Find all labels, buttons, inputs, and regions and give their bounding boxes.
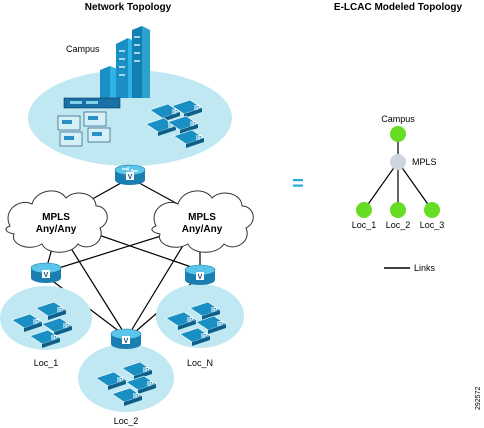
- elcac-leaf-label-1: Loc_1: [352, 220, 377, 230]
- equals-sign: =: [292, 173, 304, 195]
- campus-building-icon: [100, 26, 150, 98]
- site-loc-2: V IP IP IP IP Loc_2: [78, 328, 174, 426]
- site-loc-2-phones: IP IP IP IP: [95, 361, 157, 406]
- elcac-link-hub-leaf-1: [363, 161, 399, 211]
- ip-phone-icon: IP: [171, 99, 203, 118]
- site-loc-2-ellipse: [78, 344, 174, 412]
- ip-phone-icon: IP: [145, 117, 177, 136]
- router-icon: V: [110, 328, 142, 349]
- network-topology-title: Network Topology: [85, 2, 172, 13]
- svg-text:IP: IP: [143, 367, 150, 374]
- elcac-link-hub-leaf-3: [397, 161, 433, 211]
- ip-phone-icon: IP: [173, 129, 205, 148]
- elcac-leaf-label-3: Loc_3: [420, 220, 445, 230]
- campus-ip-phones: IP IP IP IP IP: [145, 99, 205, 148]
- svg-text:V: V: [44, 272, 49, 279]
- mpls-cloud-right: MPLS Any/Any: [151, 190, 254, 253]
- svg-text:IP: IP: [190, 121, 197, 128]
- site-loc-1-ellipse: [0, 286, 92, 350]
- mpls-cloud-left-line1: MPLS: [42, 212, 70, 223]
- svg-text:IP: IP: [194, 105, 201, 112]
- campus-router-icon: V: [114, 164, 146, 185]
- elcac-root-label: Campus: [381, 114, 415, 124]
- svg-text:IP: IP: [201, 333, 208, 340]
- site-loc-n: V IP IP IP IP Loc_N: [156, 264, 244, 368]
- svg-text:IP: IP: [187, 317, 194, 324]
- svg-text:IP: IP: [33, 319, 40, 326]
- mpls-cloud-left: MPLS Any/Any: [5, 190, 108, 253]
- svg-text:IP: IP: [133, 393, 140, 400]
- svg-text:IP: IP: [211, 307, 218, 314]
- router-icon: V: [30, 262, 62, 283]
- elcac-hub-label: MPLS: [412, 157, 437, 167]
- svg-text:IP: IP: [172, 109, 179, 116]
- site-loc-1: V IP IP IP IP Loc_1: [0, 262, 92, 368]
- svg-text:V: V: [124, 338, 129, 345]
- elcac-leaf-node-3: [424, 202, 440, 218]
- link-mpls-right-loc2: [127, 233, 191, 337]
- svg-text:IP: IP: [196, 135, 203, 142]
- mpls-cloud-right-line1: MPLS: [188, 212, 216, 223]
- elcac-tree: Campus MPLS Loc_1 Loc_2 Loc_3: [352, 114, 445, 230]
- site-loc-n-ellipse: [156, 284, 244, 348]
- legend-links-label: Links: [414, 263, 436, 273]
- call-manager-icon: [57, 97, 121, 147]
- svg-text:IP: IP: [217, 321, 224, 328]
- elcac-leaf-node-2: [390, 202, 406, 218]
- site-loc-n-phones: IP IP IP IP: [165, 301, 227, 346]
- svg-text:V: V: [198, 274, 203, 281]
- site-loc-1-label: Loc_1: [34, 358, 59, 368]
- svg-text:IP: IP: [57, 307, 64, 314]
- link-mpls-left-locn: [83, 229, 201, 271]
- campus-label: Campus: [66, 44, 100, 54]
- link-mpls-right-loc1: [45, 229, 181, 273]
- campus-site: Campus: [28, 26, 232, 185]
- ip-phone-icon: IP: [167, 115, 199, 134]
- elcac-root-node: [390, 126, 406, 142]
- link-mpls-left-loc2: [61, 233, 127, 337]
- svg-text:IP: IP: [147, 381, 154, 388]
- elcac-hub-node: [390, 154, 406, 170]
- elcac-links: [363, 134, 433, 211]
- svg-text:IP: IP: [117, 377, 124, 384]
- legend: Links: [384, 263, 436, 273]
- svg-text:IP: IP: [51, 335, 58, 342]
- elcac-leaf-label-2: Loc_2: [386, 220, 411, 230]
- site-loc-2-label: Loc_2: [114, 416, 139, 426]
- mpls-cloud-left-line2: Any/Any: [36, 224, 77, 235]
- elcac-leaf-node-1: [356, 202, 372, 218]
- router-icon: V: [184, 264, 216, 285]
- svg-text:IP: IP: [63, 323, 70, 330]
- svg-text:V: V: [128, 174, 133, 181]
- elcac-topology-title: E-LCAC Modeled Topology: [334, 2, 463, 13]
- mpls-cloud-right-line2: Any/Any: [182, 224, 223, 235]
- site-loc-1-phones: IP IP IP IP: [11, 301, 73, 348]
- svg-text:IP: IP: [168, 123, 175, 130]
- site-loc-n-label: Loc_N: [187, 358, 213, 368]
- figure-id: 292572: [475, 387, 482, 410]
